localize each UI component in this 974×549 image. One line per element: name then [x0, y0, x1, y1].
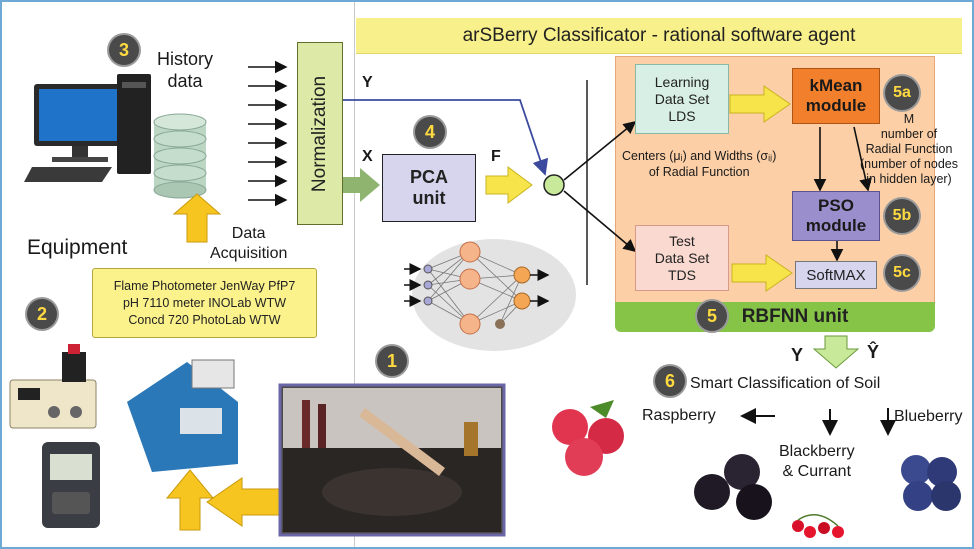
equipment-label: Equipment: [27, 236, 128, 259]
soil-photo: [278, 383, 506, 537]
tds-box: Test Data Set TDS: [635, 225, 729, 291]
input-arrows: [248, 60, 288, 207]
pso-module-box: PSO module: [792, 191, 880, 241]
raspberry-label: Raspberry: [642, 407, 716, 424]
equipment-item: Concd 720 PhotoLab WTW: [128, 312, 281, 327]
norm-to-pca-arrow: [342, 168, 380, 202]
data-acquisition-label: Data Acquisition: [210, 225, 288, 262]
agent-title: arSBerry Classificator - rational softwa…: [462, 24, 856, 46]
equipment-list-box: Flame Photometer JenWay PfP7 pH 7110 met…: [92, 268, 317, 338]
equipment-item: pH 7110 meter INOLab WTW: [122, 295, 286, 310]
blueberry-image: [901, 455, 961, 511]
y-signal-line: [342, 99, 549, 176]
pca-to-node-arrow: [485, 166, 533, 204]
neural-network-icon: [404, 239, 576, 351]
badge-2: 2: [27, 299, 57, 329]
badge-3: 3: [109, 35, 139, 65]
smart-classification-label: Smart Classification of Soil: [690, 375, 881, 392]
acquisition-up-arrow: [172, 193, 222, 243]
flame-photometer-icon: [9, 344, 97, 429]
equipment-up-arrow: [165, 469, 215, 531]
equipment-item: Flame Photometer JenWay PfP7: [113, 278, 296, 293]
agent-title-banner: arSBerry Classificator - rational softwa…: [356, 18, 962, 54]
y-signal-label: Y: [362, 74, 373, 91]
badge-5: 5: [697, 301, 727, 331]
badge-5c: 5c: [885, 256, 919, 290]
kmean-label: kMean module: [805, 76, 867, 115]
kmean-module-box: kMean module: [792, 68, 880, 124]
centers-widths-note: Centers (μᵢ) and Widths (σᵢⱼ) of Radial …: [622, 149, 777, 179]
lds-label: Learning Data Set LDS: [654, 73, 710, 124]
rbfnn-unit-label: RBFNN unit: [741, 306, 849, 327]
photo-to-equipment-arrow: [206, 477, 283, 527]
pca-unit-label: PCA unit: [409, 167, 448, 208]
badge-1: 1: [377, 346, 407, 376]
database-icon: [153, 113, 207, 199]
softmax-label: SoftMAX: [806, 266, 866, 284]
pca-unit-box: PCA unit: [382, 154, 476, 222]
blackberry-currant-label: Blackberry & Currant: [779, 443, 855, 480]
badge-4: 4: [415, 117, 445, 147]
currant-image: [792, 514, 844, 538]
badge-5a: 5a: [885, 76, 919, 110]
lds-to-kmean-arrow: [729, 85, 791, 123]
blackberry-image: [694, 454, 772, 520]
section-divider: [354, 2, 355, 547]
output-yhat-label: Ŷ: [867, 342, 880, 362]
rbfnn-unit-bar: RBFNN unit: [615, 302, 935, 332]
summing-node: [543, 174, 565, 196]
badge-6: 6: [655, 366, 685, 396]
badge-5b: 5b: [885, 199, 919, 233]
photolab-icon: [127, 359, 238, 472]
output-y-label: Y: [791, 345, 804, 365]
ph-meter-icon: [42, 442, 100, 528]
m-radial-note: M number of Radial Function (number of n…: [860, 112, 958, 186]
tds-to-softmax-arrow: [731, 254, 793, 292]
history-data-label: History data: [157, 49, 214, 91]
rbfnn-output-arrow: [812, 335, 860, 369]
lds-box: Learning Data Set LDS: [635, 64, 729, 134]
blueberry-label: Blueberry: [894, 408, 963, 425]
x-signal-label: X: [362, 148, 373, 165]
normalization-label: Normalization: [309, 75, 330, 192]
pso-label: PSO module: [805, 196, 867, 235]
tds-label: Test Data Set TDS: [654, 232, 710, 283]
normalization-box: Normalization: [297, 42, 343, 225]
raspberry-image: [552, 400, 624, 476]
softmax-box: SoftMAX: [795, 261, 877, 289]
f-signal-label: F: [491, 148, 501, 165]
computer-icon: [24, 74, 151, 182]
